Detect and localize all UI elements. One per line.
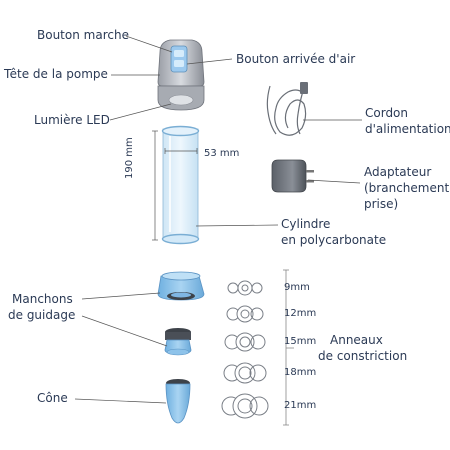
label-air-button: Bouton arrivée d'air <box>236 52 356 66</box>
label-cylinder-line1: Cylindre <box>281 217 331 231</box>
cylinder-illustration <box>161 125 200 245</box>
label-rings-line1: Anneaux <box>330 333 383 347</box>
label-power-button: Bouton marche <box>37 28 129 42</box>
ring-size-12mm: 12mm <box>284 308 317 319</box>
ring-size-15mm: 15mm <box>284 336 317 347</box>
guide-sleeve-1-illustration <box>157 271 205 301</box>
label-adapter-line2: (branchement <box>364 181 450 195</box>
label-power-cord-line1: Cordon <box>365 106 409 120</box>
label-pump-head: Tête de la pompe <box>4 67 108 81</box>
label-power-cord-line2: d'alimentation <box>365 122 450 136</box>
guide-sleeve-2-illustration <box>164 328 192 356</box>
label-adapter-line3: prise) <box>364 197 399 211</box>
label-rings-line2: de constriction <box>318 349 408 363</box>
power-cord-illustration <box>266 82 308 136</box>
ring-12mm <box>226 305 264 323</box>
label-adapter-line1: Adaptateur <box>364 165 432 179</box>
dimension-diameter: 53 mm <box>204 148 240 159</box>
dimension-lines <box>152 130 198 241</box>
ring-size-18mm: 18mm <box>284 367 317 378</box>
ring-size-21mm: 21mm <box>284 400 317 411</box>
cone-illustration <box>165 379 191 424</box>
rings-bracket <box>283 269 294 426</box>
ring-9mm <box>227 280 263 296</box>
label-cone: Cône <box>37 391 68 405</box>
pump-head-illustration <box>157 39 205 111</box>
dimension-height: 190 mm <box>124 137 135 179</box>
adapter-illustration <box>271 159 314 193</box>
label-guide-sleeves-line2: de guidage <box>8 308 76 322</box>
label-guide-sleeves-line1: Manchons <box>12 292 73 306</box>
label-cylinder-line2: en polycarbonate <box>281 233 387 247</box>
label-led-light: Lumière LED <box>34 113 110 127</box>
ring-18mm <box>223 362 267 384</box>
leader-lines <box>74 35 362 404</box>
ring-21mm <box>221 393 269 419</box>
ring-size-9mm: 9mm <box>284 282 310 293</box>
ring-15mm <box>224 332 266 352</box>
